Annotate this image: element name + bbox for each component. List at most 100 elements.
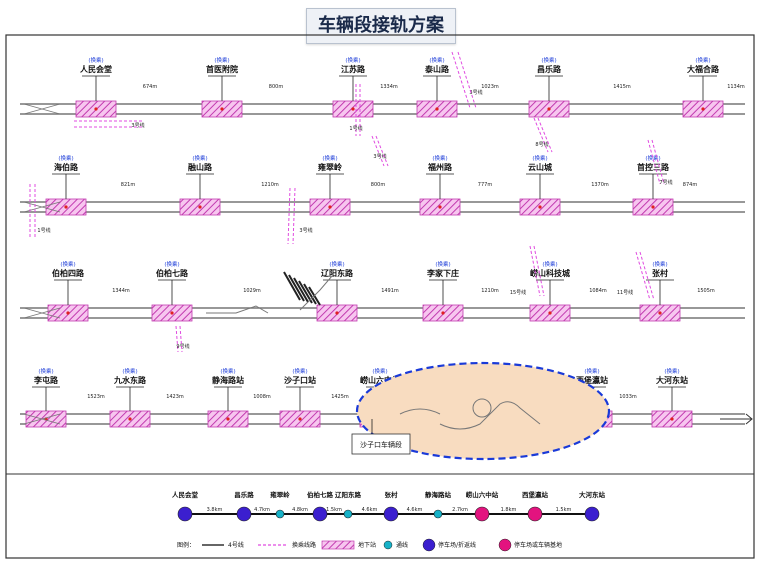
junction-curve — [299, 275, 333, 311]
station-tag: (换乘) — [532, 154, 547, 162]
station-tag: (换乘) — [652, 260, 667, 268]
station-tag: (换乘) — [429, 56, 444, 64]
strip-station-name: 人民会堂 — [172, 490, 199, 499]
station-name: 张村 — [652, 268, 668, 278]
distance-label: 800m — [371, 182, 386, 188]
strip-station-dot — [275, 509, 285, 519]
transfer-line-label: 1号线 — [37, 227, 50, 234]
legend-cyan-text: 通线 — [396, 541, 408, 549]
legend-blue-dot — [422, 538, 436, 552]
station-name: 泰山路 — [424, 64, 450, 74]
strip-distance-label: 4.6km — [407, 507, 423, 513]
strip-distance-label: 1.5km — [326, 507, 342, 513]
distance-label: 1334m — [380, 84, 398, 90]
transfer-line — [371, 135, 385, 167]
station-name: 融山路 — [188, 162, 213, 172]
distance-label: 874m — [683, 182, 698, 188]
station-name: 海伯路 — [54, 162, 79, 172]
station-tag: (换乘) — [345, 56, 360, 64]
station-name: 崂山六中站 — [360, 375, 400, 385]
station-tag: (换乘) — [372, 367, 387, 375]
junction-hatch — [288, 274, 305, 302]
station-name: 沙子口站 — [284, 375, 316, 385]
strip-station-dot — [527, 506, 543, 522]
junction-hatch — [298, 280, 313, 304]
station-dot — [670, 417, 674, 421]
distance-label: 1344m — [112, 288, 130, 294]
station-name: 伯柏四路 — [52, 268, 85, 278]
station-tag: (换乘) — [214, 56, 229, 64]
transfer-line-label: 15号线 — [510, 289, 526, 296]
transfer-line-label: 3号线 — [373, 153, 386, 160]
strip-station-name: 西堡瀛站 — [522, 490, 549, 499]
station-tag: (换乘) — [695, 56, 710, 64]
turnback-track — [206, 305, 269, 314]
distance-label: 1523m — [87, 394, 105, 400]
junction-hatch — [303, 283, 317, 305]
legend-cyan-dot — [383, 540, 393, 550]
station-dot — [435, 107, 439, 111]
strip-station-name: 静海路站 — [425, 490, 452, 499]
station-tag: (换乘) — [542, 260, 557, 268]
station-tag: (换乘) — [541, 56, 556, 64]
transfer-line-label: 3号线 — [469, 89, 482, 96]
strip-station-name: 张村 — [385, 490, 399, 499]
station-dot — [351, 107, 355, 111]
transfer-line — [375, 135, 389, 167]
distance-label: 821m — [121, 182, 136, 188]
strip-station-name: 崂山六中站 — [466, 490, 499, 499]
strip-distance-label: 2.7km — [452, 507, 468, 513]
junction-hatch — [293, 277, 309, 303]
station-tag: (换乘) — [58, 154, 73, 162]
strip-distance-label: 1.8km — [501, 507, 517, 513]
station-dot — [226, 417, 230, 421]
strip-station-name: 辽阳东路 — [335, 490, 362, 499]
legend-platform-swatch — [321, 540, 355, 550]
strip-distance-label: 1.5km — [556, 507, 572, 513]
station-name: 首控三路 — [637, 162, 670, 172]
station-name: 辽阳东路 — [321, 268, 354, 278]
station-tag: (换乘) — [38, 367, 53, 375]
station-tag: (换乘) — [88, 56, 103, 64]
station-name: 李屯路 — [33, 375, 59, 385]
distance-label: 1084m — [589, 288, 607, 294]
legend-platform-text: 地下站 — [358, 541, 376, 549]
legend-transfer-text: 换乘线路 — [292, 541, 316, 549]
distance-label: 1370m — [591, 182, 609, 188]
station-name: 九水东路 — [113, 375, 147, 385]
crossover-left — [23, 103, 61, 115]
strip-distance-label: 4.7km — [254, 507, 270, 513]
transfer-line-label: 1号线 — [349, 125, 362, 132]
strip-station-dot — [433, 509, 443, 519]
strip-distance-label: 4.8km — [292, 507, 308, 513]
station-tag: (换乘) — [192, 154, 207, 162]
crossover-left — [23, 413, 61, 425]
depot-highlight — [355, 361, 611, 461]
station-tag: (换乘) — [164, 260, 179, 268]
transfer-line — [529, 245, 541, 297]
station-tag: (换乘) — [60, 260, 75, 268]
legend-magenta-text: 停车场或车辆基地 — [514, 541, 562, 549]
strip-station-name: 大河东站 — [579, 490, 606, 499]
station-tag: (换乘) — [664, 367, 679, 375]
station-name: 首医附院 — [206, 64, 238, 74]
strip-station-name: 雍翠岭 — [270, 490, 290, 499]
depot-label: 沙子口车辆段 — [360, 440, 402, 449]
distance-label: 1415m — [613, 84, 631, 90]
strip-station-dot — [312, 506, 328, 522]
station-dot — [198, 205, 202, 209]
station-dot — [441, 311, 445, 315]
station-dot — [547, 107, 551, 111]
transfer-line — [292, 187, 296, 245]
junction-hatch — [283, 271, 301, 301]
transfer-line-label: 8号线 — [535, 141, 548, 148]
station-dot — [128, 417, 132, 421]
transfer-line — [287, 187, 291, 245]
station-tag: (换乘) — [329, 260, 344, 268]
station-dot — [548, 311, 552, 315]
strip-distance-label: 3.8km — [207, 507, 223, 513]
transfer-line — [537, 117, 553, 153]
station-dot — [658, 311, 662, 315]
strip-station-name: 伯柏七路 — [307, 490, 334, 499]
